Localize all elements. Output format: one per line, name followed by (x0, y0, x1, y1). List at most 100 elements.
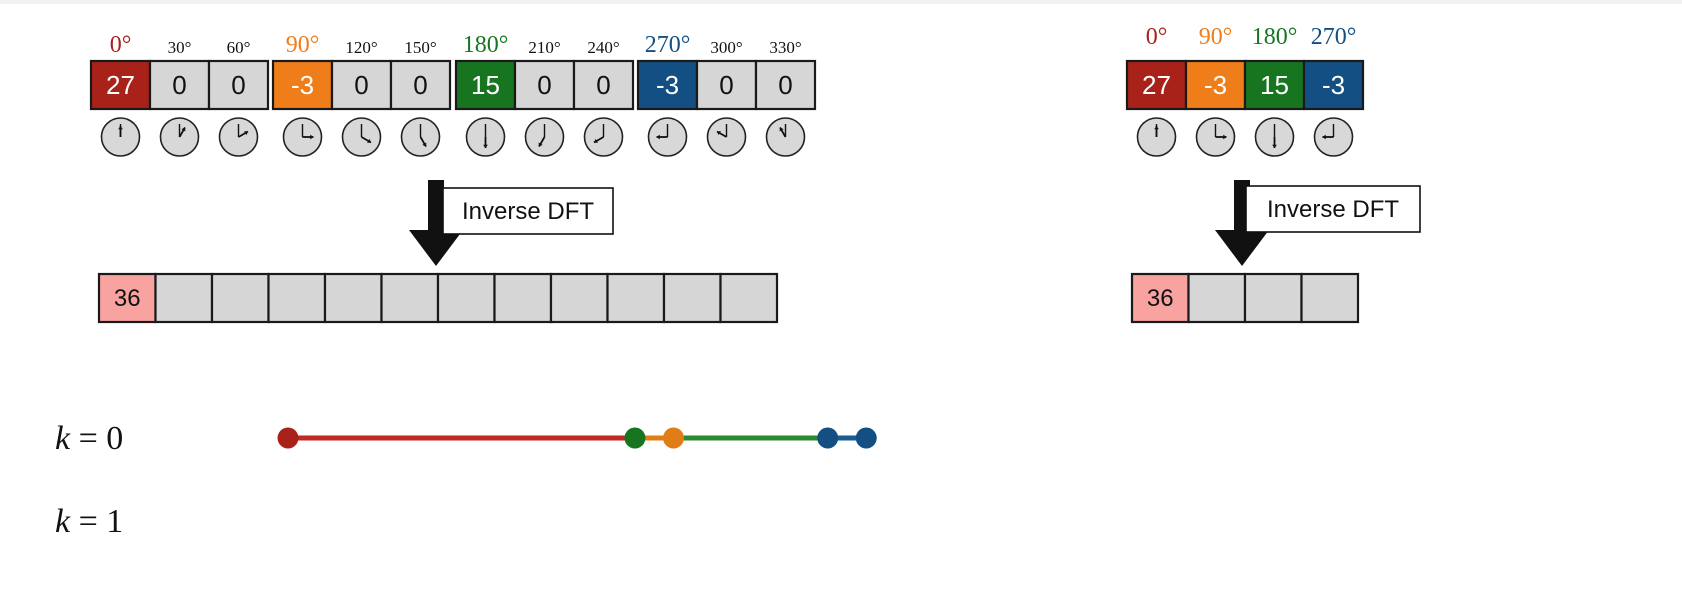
input-cell (754, 59, 817, 111)
input-value: -3 (1204, 70, 1227, 100)
output-cell (436, 272, 496, 324)
clock-120-icon (341, 117, 382, 157)
arrow-label-box (442, 187, 614, 235)
clock-270-icon (1313, 117, 1354, 157)
output-cell (719, 272, 779, 324)
angle-label: 30° (168, 38, 192, 57)
arrow-label: Inverse DFT (1267, 196, 1399, 223)
clock-hand-tip (1322, 134, 1326, 140)
angle-label: 330° (769, 38, 801, 57)
clock-180-icon (465, 117, 506, 157)
angle-label: 300° (710, 38, 742, 57)
arrow-label-box (1245, 185, 1421, 233)
angle-label: 0° (110, 32, 132, 58)
input-value: 0 (354, 70, 368, 100)
phasor-point (663, 427, 684, 449)
angle-label: 90° (1199, 24, 1233, 50)
output-cell (549, 272, 609, 324)
clock-hand-tip (310, 134, 314, 140)
angle-label: 90° (286, 32, 320, 58)
input-value: 0 (596, 70, 610, 100)
output-cell (1300, 272, 1360, 324)
angle-label: 180° (1252, 24, 1298, 50)
k-label: k = 0 (55, 420, 123, 457)
phasor-point (817, 427, 839, 449)
clock-90-icon (282, 117, 323, 157)
angle-label: 0° (1146, 24, 1168, 50)
clock-210-icon (524, 117, 565, 157)
top-edge-bar (0, 0, 1682, 4)
input-cell (207, 59, 270, 111)
output-cell (662, 272, 722, 324)
clock-0-icon (1136, 117, 1177, 157)
output-cell (493, 272, 553, 324)
phasor-point (277, 427, 299, 449)
clock-hand-tip (1272, 144, 1277, 148)
clock-hand-tip (779, 127, 784, 132)
input-cell (89, 59, 152, 111)
output-value: 36 (1147, 285, 1174, 312)
input-cell (695, 59, 758, 111)
output-cell (323, 272, 383, 324)
input-value: 15 (1260, 70, 1289, 100)
output-cell (380, 272, 440, 324)
clock-hand-tip (716, 131, 721, 136)
phasor-point (855, 427, 877, 449)
clock-hand-tip (656, 134, 660, 140)
angle-label: 270° (645, 32, 691, 58)
clock-hand-tip (538, 142, 543, 147)
output-cell (1187, 272, 1247, 324)
output-cell (154, 272, 214, 324)
output-cell (1243, 272, 1303, 324)
input-value: -3 (291, 70, 314, 100)
output-cell (606, 272, 666, 324)
right-angle-labels: 0°90°180°270° (1146, 24, 1357, 50)
input-cell (513, 59, 576, 111)
input-cell (389, 59, 452, 111)
angle-label: 60° (227, 38, 251, 57)
input-cell (330, 59, 393, 111)
input-value: 0 (172, 70, 186, 100)
k-label: k = 1 (55, 503, 123, 540)
arrow-head (409, 230, 463, 266)
k-row-labels: k = 0 k = 1 (55, 420, 123, 540)
clock-hand-tip (593, 138, 598, 143)
output-cell (210, 272, 270, 324)
input-cell (1243, 59, 1306, 111)
input-cell (1302, 59, 1365, 111)
left-inverse-dft-arrow: Inverse DFT (409, 180, 614, 266)
clock-hand-tip (244, 131, 249, 136)
left-phase-clocks (100, 117, 806, 157)
clock-180-icon (1254, 117, 1295, 157)
angle-label: 240° (587, 38, 619, 57)
clock-hand-tip (1223, 134, 1227, 140)
clock-90-icon (1195, 117, 1236, 157)
clock-hand-tip (367, 138, 372, 143)
right-output-array: 36 (1130, 272, 1360, 324)
arrow-shaft (428, 180, 444, 230)
input-value: 15 (471, 70, 500, 100)
right-phase-clocks (1136, 117, 1354, 157)
left-output-array: 36 (97, 272, 779, 324)
input-value: 0 (719, 70, 733, 100)
angle-label: 150° (404, 38, 436, 57)
input-value: 0 (231, 70, 245, 100)
input-value: 27 (1142, 70, 1171, 100)
input-cell (454, 59, 517, 111)
input-value: -3 (656, 70, 679, 100)
output-value: 36 (114, 285, 141, 312)
input-cell (1125, 59, 1188, 111)
clock-60-icon (218, 117, 259, 157)
output-cell (267, 272, 327, 324)
clock-270-icon (647, 117, 688, 157)
clock-hand-tip (422, 142, 427, 147)
input-value: 27 (106, 70, 135, 100)
clock-hand-tip (483, 144, 488, 148)
arrow-label: Inverse DFT (462, 198, 594, 225)
input-cell (271, 59, 334, 111)
angle-label: 180° (463, 32, 509, 58)
input-cell (572, 59, 635, 111)
clock-300-icon (706, 117, 747, 157)
